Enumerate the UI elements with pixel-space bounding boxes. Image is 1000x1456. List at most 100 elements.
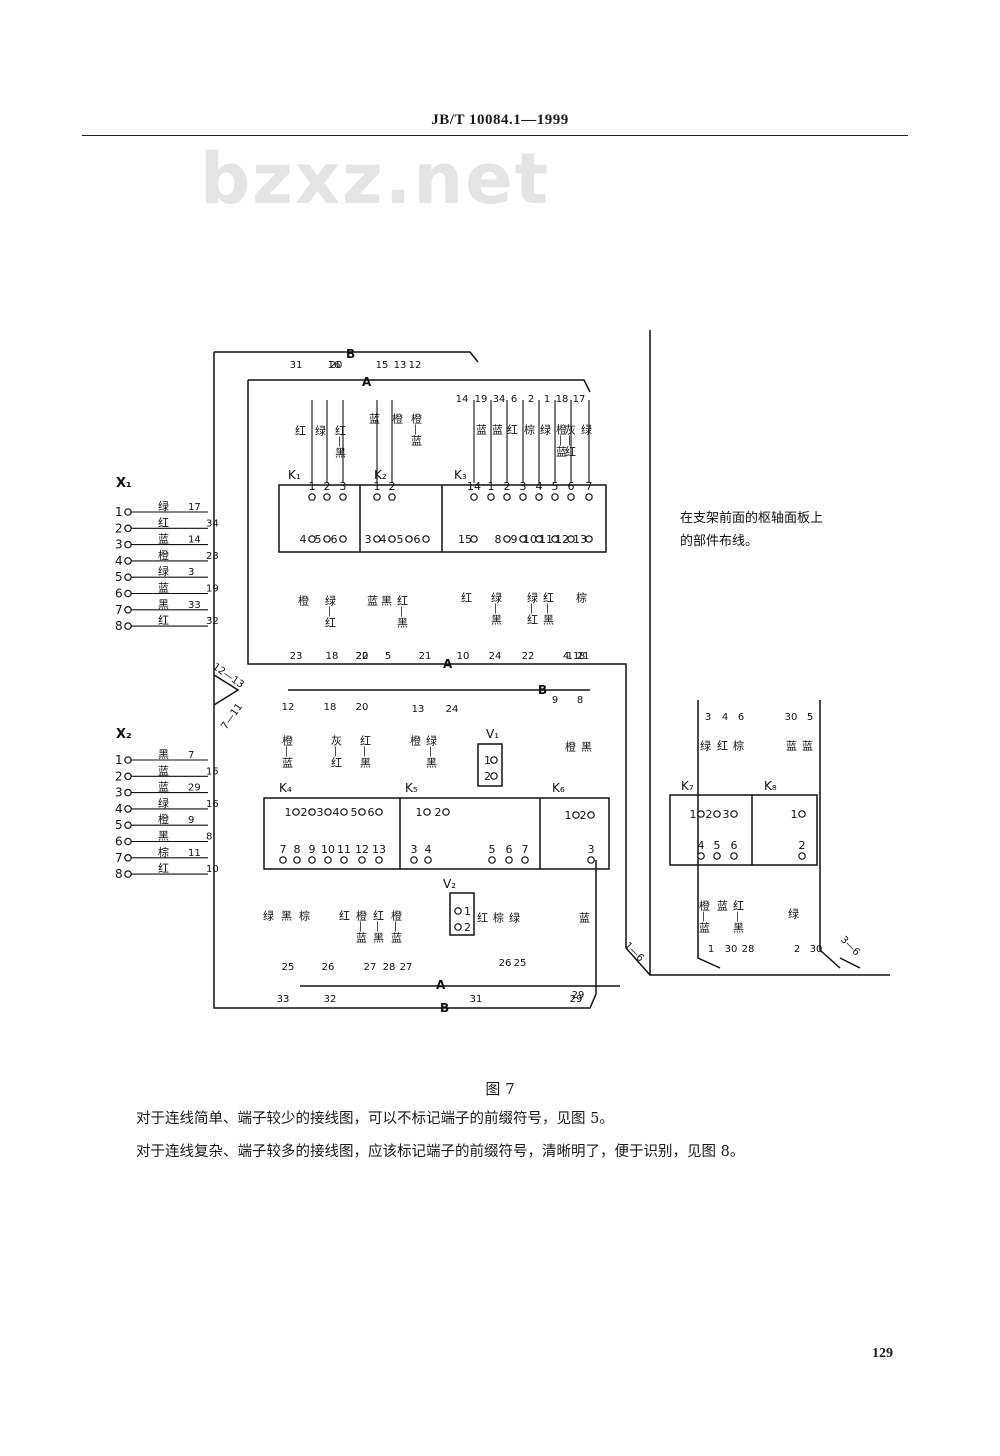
connector-x1-pin-number: 5 [115, 570, 123, 584]
module-k3-bottom-pin-number: 8 [495, 533, 502, 546]
module-k3-bottom-pin [551, 535, 559, 543]
module-k4-bottom-pin [375, 856, 383, 864]
module-k5-bottom-pin [505, 856, 513, 864]
connector-x2-wire-color: 黑 [158, 748, 169, 761]
module-k1-top-pin-number: 3 [340, 480, 347, 493]
module-k1-top-pin [339, 493, 347, 501]
module-k3-top-wire-number: 1 [544, 394, 550, 405]
module-k5-top-colors-label: 绿—黑 [425, 734, 438, 768]
connector-x2-pin [124, 821, 132, 830]
bus-label-a-mid: A [443, 657, 453, 671]
module-k4-bottom-pin [293, 856, 301, 864]
module-k3-top-colors-label: 红 [506, 424, 519, 435]
module-k7-bottom-colors-label: 红—黑 [732, 900, 745, 933]
module-k1-top-colors-label: 红 [294, 425, 307, 436]
module-k5-bottom-pin-number: 7 [522, 843, 529, 856]
module-k2-bottom-pin [405, 535, 413, 543]
connector-x1-pin-number: 2 [115, 521, 123, 535]
module-k6-bottom-wire-number: 29 [572, 990, 585, 1001]
module-k3-top-wire-number: 6 [511, 394, 517, 405]
module-k8-top-colors-label: 蓝 [801, 740, 814, 751]
connector-x2-pin [124, 788, 132, 797]
module-k2-bottom-pin [388, 535, 396, 543]
connector-x2-wire-number: 9 [188, 815, 194, 826]
module-k2-top-wire-number: 12 [409, 360, 422, 371]
connector-x2-pin-number: 8 [115, 867, 123, 881]
module-k3-top-pin [585, 493, 593, 501]
module-k8-bottom-wire-number: 30 [810, 944, 823, 955]
module-k2-bottom-pin-number: 6 [414, 533, 421, 546]
module-k2-top-pin [388, 493, 396, 501]
bus-b-wire-number: 32 [324, 994, 337, 1005]
module-v1-pin [490, 772, 498, 780]
module-k4-top-pin [375, 808, 383, 816]
module-k1-bottom-pin [339, 535, 347, 543]
module-k6-top-colors-label: 黑 [580, 741, 593, 752]
module-k1-bottom-pin [323, 535, 331, 543]
module-k3-top-pin [567, 493, 575, 501]
module-k1-top-pin [323, 493, 331, 501]
module-k2-top-colors-label: 橙 [391, 412, 404, 425]
module-k4-bottom-pin-number: 9 [309, 843, 316, 856]
connector-x1-wire-color: 蓝 [158, 533, 169, 546]
module-k7-bottom-colors-label: 蓝 [716, 900, 729, 911]
module-k5-top-pin-number: 2 [435, 806, 442, 819]
module-k3-top-wire-number: 34 [493, 394, 506, 405]
module-k1-top-colors-label: 红—黑 [334, 425, 347, 458]
module-v1-label: V₁ [486, 727, 499, 741]
module-k3-top-wire-number: 2 [528, 394, 534, 405]
module-k4-top-pin [292, 808, 300, 816]
module-k7-bottom-wire-number: 28 [742, 944, 755, 955]
module-k1-bottom-wire-number: 23 [290, 651, 303, 662]
connector-x1-pin [124, 622, 132, 630]
module-k3-bottom-wire-number: 24 [489, 651, 502, 662]
module-k5-bottom-pin-number: 3 [411, 843, 418, 856]
module-k7-top-colors-label: 绿 [699, 739, 712, 751]
module-k1-bottom-pin-number: 5 [315, 533, 322, 546]
module-k2-bottom-wire-number: 21 [419, 651, 432, 662]
module-k3-top-pin [551, 493, 559, 501]
bus-label-b-mid: B [538, 683, 547, 697]
module-v2-pin [454, 923, 462, 931]
module-k5-bottom-pin-number: 5 [489, 843, 496, 856]
connector-x1-pin [124, 573, 132, 582]
module-k4-top-pin-number: 2 [301, 806, 308, 819]
module-k7-bottom-colors-label: 橙—蓝 [698, 899, 711, 933]
module-k1-top-colors-label: 绿 [314, 424, 327, 436]
module-k4-top-wire-number: 20 [356, 702, 369, 713]
module-v2-pin [454, 907, 462, 915]
module-k4-bottom-colors-label: 绿 [262, 909, 275, 921]
module-k3-top-colors-label: 蓝 [475, 424, 488, 435]
module-v1-pin [490, 756, 498, 764]
module-k7-bottom-pin [713, 852, 721, 860]
module-k4-bottom-pin [340, 856, 348, 864]
module-k4-top-pin-number: 1 [285, 806, 292, 819]
module-k3-top-pin-number: 3 [520, 480, 527, 493]
watermark: bzxz.net [200, 138, 551, 220]
module-k5-top-wire-number: 24 [446, 704, 459, 715]
connector-x1-pin-number: 3 [115, 538, 123, 552]
header-rule [82, 135, 908, 136]
module-k3-top-wire-number: 19 [475, 394, 488, 405]
module-k7-bottom-wire-number: 30 [725, 944, 738, 955]
connector-x2-wire-number: 10 [206, 864, 219, 875]
module-k1-bottom-pin-number: 6 [331, 533, 338, 546]
module-k8-bottom-wire-number: 2 [794, 944, 800, 955]
connector-x2-wire-color: 蓝 [158, 764, 169, 777]
module-k7-bottom-pin-number: 4 [698, 839, 705, 852]
module-k3-top-pin-number: 7 [586, 480, 593, 493]
module-k5-top-pin-number: 1 [416, 806, 423, 819]
module-k3-top-wire-number: 14 [456, 394, 469, 405]
module-k4-top-pin [340, 808, 348, 816]
module-k4-bottom-wire-number: 26 [322, 962, 335, 973]
module-k4-bottom-colors-label: 黑 [280, 910, 293, 921]
module-k5-bottom-pin [521, 856, 529, 864]
module-k3-top-colors-label: 绿 [580, 423, 593, 435]
module-k3-bottom-pin [567, 535, 575, 543]
module-k4-label: K₄ [279, 781, 292, 795]
connector-x1-pin [124, 524, 132, 533]
module-k1-bottom-pin [308, 535, 316, 543]
connector-x1-pin [124, 508, 132, 516]
bundle-label-1-6: 1—6 [622, 940, 646, 964]
